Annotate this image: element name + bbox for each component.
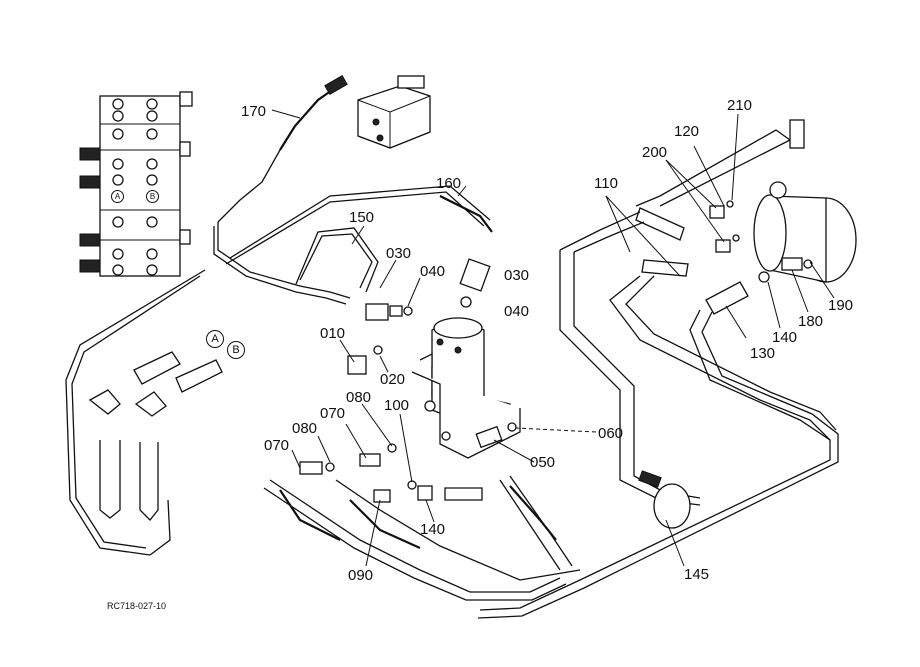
- part-label-030-upper: 030: [386, 245, 412, 262]
- part-label-210: 210: [727, 97, 753, 114]
- part-label-080-lower: 080: [292, 420, 318, 437]
- part-label-030-right: 030: [504, 267, 530, 284]
- solenoid-unit: [357, 75, 431, 149]
- part-label-130: 130: [750, 345, 776, 362]
- part-label-020: 020: [380, 371, 406, 388]
- lower-hoses: [279, 485, 557, 550]
- part-label-110: 110: [594, 175, 618, 192]
- right-pipe-runs: [263, 211, 839, 619]
- part-label-140-right: 140: [772, 329, 798, 346]
- part-label-040-upper: 040: [420, 263, 446, 280]
- part-label-060: 060: [598, 425, 624, 442]
- pump-unit: [709, 119, 857, 283]
- port-marker-b: B: [227, 341, 245, 359]
- hose-170: [217, 74, 348, 223]
- part-label-145: 145: [684, 566, 710, 583]
- hose-160: [439, 195, 493, 233]
- distributor-block: [411, 317, 521, 459]
- part-label-050: 050: [530, 454, 556, 471]
- port-marker-a-small: A: [111, 190, 124, 203]
- port-marker-b-small: B: [146, 190, 159, 203]
- part-label-190: 190: [828, 297, 854, 314]
- pipe-segments: [88, 129, 792, 501]
- part-label-010: 010: [320, 325, 346, 342]
- leader-lines: [271, 109, 835, 567]
- part-label-150: 150: [349, 209, 375, 226]
- clamp-145: [638, 470, 691, 529]
- port-marker-a: A: [206, 330, 224, 348]
- part-label-070-lower: 070: [264, 437, 290, 454]
- part-label-070-upper: 070: [320, 405, 346, 422]
- part-label-170: 170: [241, 103, 267, 120]
- control-valve-block: [79, 91, 193, 277]
- part-label-200: 200: [642, 144, 668, 161]
- tube-runs: [65, 185, 491, 556]
- fittings-center: [299, 258, 517, 503]
- part-label-120: 120: [674, 123, 700, 140]
- part-label-140-lower: 140: [420, 521, 446, 538]
- reference-code: RC718-027-10: [107, 601, 167, 611]
- part-label-080-upper: 080: [346, 389, 372, 406]
- part-label-180: 180: [798, 313, 824, 330]
- part-label-160: 160: [436, 175, 462, 192]
- part-label-090: 090: [348, 567, 374, 584]
- part-label-040-right: 040: [504, 303, 530, 320]
- part-label-100: 100: [384, 397, 410, 414]
